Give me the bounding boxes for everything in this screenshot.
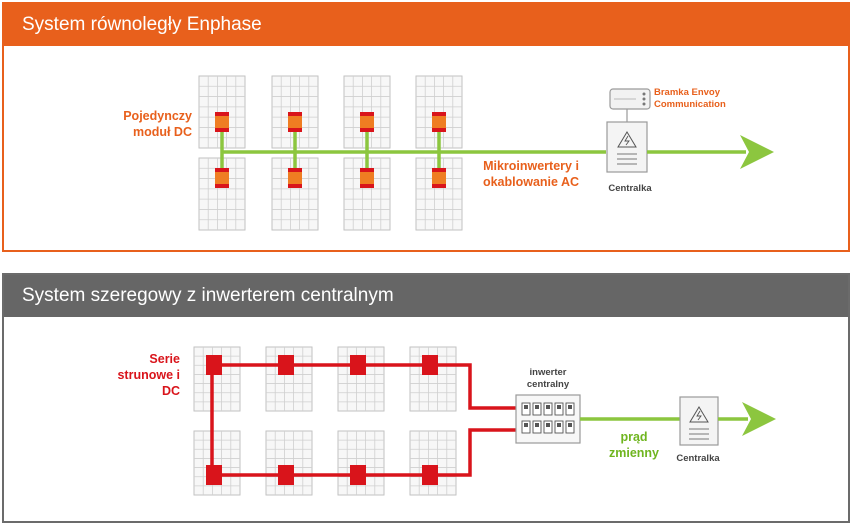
enphase-panel: System równoległy Enphase Pojedynczy mod…: [2, 2, 850, 252]
dc-string-wire: [212, 363, 516, 410]
central-inverter-icon: [515, 394, 581, 444]
ac-label: prąd zmienny: [608, 430, 659, 460]
junction-box-icon: [206, 465, 222, 485]
switchboard-label-top: Centralka: [608, 183, 652, 194]
solar-panel-icon: [337, 430, 385, 496]
switchboard-icon: [679, 396, 719, 446]
arrow-icon: [647, 135, 774, 169]
junction-box-icon: [278, 465, 294, 485]
microinverter-icon: [360, 112, 374, 132]
string-diagram: [193, 346, 776, 496]
switchboard-label-bottom: Centralka: [676, 453, 720, 464]
solar-panel-icon: [343, 157, 391, 231]
arrow-icon: [718, 402, 776, 436]
junction-box-icon: [350, 355, 366, 375]
enphase-panel-title: System równoległy Enphase: [4, 4, 848, 46]
solar-panel-icon: [193, 430, 241, 496]
microinverter-icon: [215, 168, 229, 188]
microinverters-label: Mikroinwertery i okablowanie AC: [482, 159, 580, 189]
junction-box-icon: [206, 355, 222, 375]
dc-string-wire: [210, 365, 516, 477]
microinverter-icon: [215, 112, 229, 132]
dc-module-label: Pojedynczy moduł DC: [123, 109, 192, 139]
junction-box-icon: [422, 465, 438, 485]
solar-panel-icon: [271, 157, 319, 231]
junction-box-icon: [278, 355, 294, 375]
microinverter-icon: [432, 168, 446, 188]
microinverter-icon: [288, 112, 302, 132]
microinverter-icon: [432, 112, 446, 132]
microinverter-icon: [360, 168, 374, 188]
gateway-icon: [609, 88, 651, 122]
string-panel-title: System szeregowy z inwerterem centralnym: [4, 275, 848, 317]
solar-panel-icon: [409, 430, 457, 496]
microinverter-icon: [288, 168, 302, 188]
junction-box-icon: [422, 355, 438, 375]
switchboard-icon: [606, 121, 648, 173]
string-label: Serie strunowe i DC: [117, 352, 180, 398]
enphase-diagram: [198, 75, 774, 231]
inverter-label: inwerter centralny: [526, 367, 570, 390]
solar-panel-icon: [265, 430, 313, 496]
gateway-label: Bramka Envoy Communication: [654, 87, 726, 110]
junction-box-icon: [350, 465, 366, 485]
string-inverter-panel: System szeregowy z inwerterem centralnym…: [2, 273, 850, 523]
